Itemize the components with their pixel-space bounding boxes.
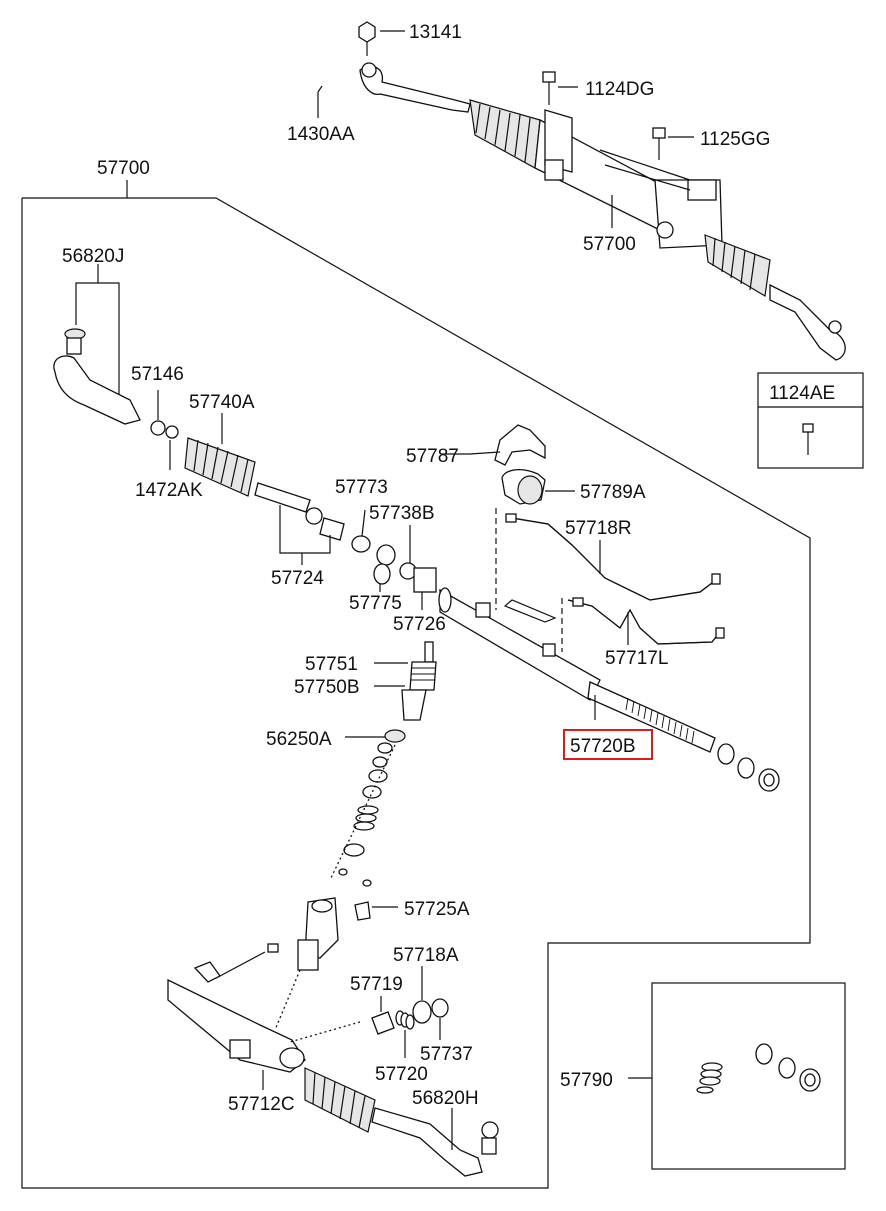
label-57738B: 57738B bbox=[369, 503, 435, 524]
assembled-gear-illustration bbox=[317, 21, 846, 361]
seal-rings bbox=[351, 509, 437, 610]
tie-rod-end-56820J bbox=[53, 264, 141, 425]
label-56250A: 56250A bbox=[266, 729, 332, 750]
label-57790: 57790 bbox=[560, 1070, 613, 1091]
label-57718A: 57718A bbox=[393, 945, 459, 966]
label-57717L: 57717L bbox=[605, 648, 668, 669]
enclosure-frame bbox=[21, 180, 846, 1189]
label-1430AA: 1430AA bbox=[287, 124, 355, 145]
label-57773: 57773 bbox=[335, 477, 388, 498]
label-57750B: 57750B bbox=[294, 677, 360, 698]
label-57787: 57787 bbox=[406, 446, 459, 467]
label-57737: 57737 bbox=[420, 1044, 473, 1065]
yoke-parts bbox=[371, 966, 449, 1058]
boot-57740A bbox=[184, 413, 256, 497]
pressure-pipes bbox=[505, 513, 725, 645]
label-1124DG: 1124DG bbox=[585, 79, 654, 100]
label-1125GG: 1125GG bbox=[700, 129, 770, 150]
label-57700-top: 57700 bbox=[583, 234, 636, 255]
label-57718R: 57718R bbox=[565, 518, 632, 539]
rack-57720B bbox=[438, 508, 780, 792]
label-57712C: 57712C bbox=[228, 1094, 295, 1115]
part-labels: 13141 1430AA 1124DG 1125GG 57700 57700 5… bbox=[62, 22, 835, 1115]
label-57719: 57719 bbox=[350, 974, 403, 995]
tie-rod-end-56820H bbox=[304, 1067, 499, 1177]
inner-tie-rod-57724 bbox=[254, 482, 345, 565]
highlight-box-57720B bbox=[563, 729, 653, 760]
gear-housing-57712C bbox=[167, 897, 371, 1090]
kit-57790 bbox=[696, 1043, 821, 1094]
bolt-1124AE-box bbox=[757, 372, 864, 469]
label-57720: 57720 bbox=[375, 1064, 428, 1085]
label-57720B[interactable]: 57720B bbox=[570, 736, 636, 757]
label-57789A: 57789A bbox=[580, 482, 646, 503]
label-1124AE: 1124AE bbox=[769, 383, 835, 404]
label-57751: 57751 bbox=[305, 654, 358, 675]
label-56820H: 56820H bbox=[412, 1088, 479, 1109]
label-57726: 57726 bbox=[393, 614, 446, 635]
label-57740A: 57740A bbox=[189, 392, 255, 413]
label-13141: 13141 bbox=[409, 22, 462, 43]
label-1472AK: 1472AK bbox=[135, 480, 203, 501]
leader-lines bbox=[317, 30, 694, 908]
label-57775: 57775 bbox=[349, 593, 402, 614]
label-57725A: 57725A bbox=[404, 899, 470, 920]
bracket-57787 bbox=[469, 424, 575, 505]
label-57724: 57724 bbox=[271, 568, 324, 589]
label-57146: 57146 bbox=[131, 364, 184, 385]
label-57700-main: 57700 bbox=[97, 158, 150, 179]
pinion-57751 bbox=[329, 641, 437, 887]
nut-57146 bbox=[150, 390, 179, 470]
label-56820J: 56820J bbox=[62, 246, 124, 267]
